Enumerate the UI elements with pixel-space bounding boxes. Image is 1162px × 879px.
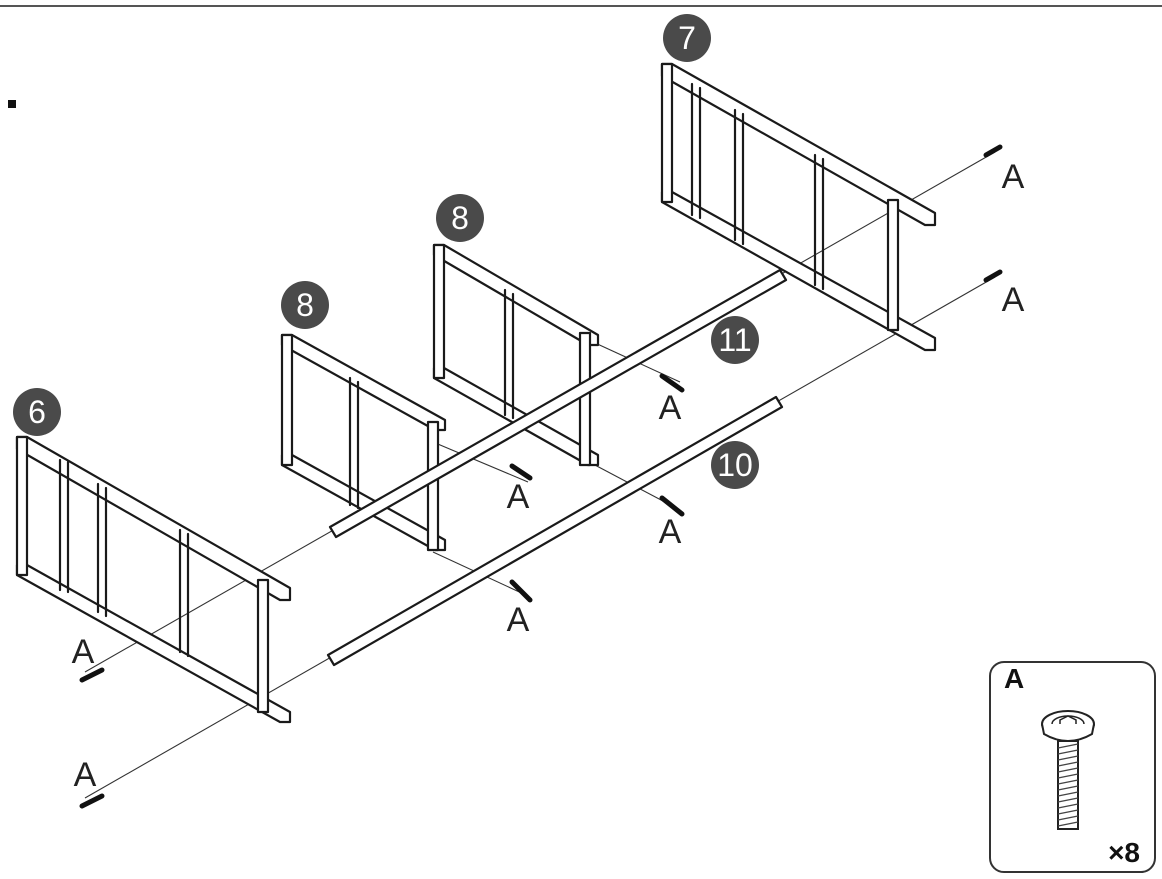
part-label-8-left: 8 (296, 287, 314, 323)
guide-lines (84, 151, 996, 799)
rail-10 (326, 395, 784, 667)
part-label-6: 6 (28, 394, 46, 430)
bullet-mark (8, 100, 16, 108)
part-badge-10: 10 (711, 441, 759, 489)
screw-callout-a: A (1002, 158, 1025, 196)
part-badge-6: 6 (13, 388, 61, 436)
panel-7-frame (660, 62, 937, 352)
bolts (79, 144, 1003, 809)
screw-callout-a: A (659, 389, 682, 427)
part-label-10: 10 (717, 447, 753, 483)
screw-callout-a: A (1002, 281, 1025, 319)
part-badge-8-left: 8 (281, 281, 329, 329)
screw-callout-a: A (507, 478, 530, 516)
hardware-legend: A ×8 (989, 661, 1156, 873)
screw-callout-a: A (507, 601, 530, 639)
panel-8-right-frame (432, 243, 600, 467)
screw-callout-a: A (74, 756, 97, 794)
part-badge-8-right: 8 (436, 194, 484, 242)
panel-8-left-frame (280, 333, 447, 552)
rail-11 (328, 268, 788, 539)
part-badge-7: 7 (663, 14, 711, 62)
screw-icon (1041, 710, 1095, 830)
screw-callout-a: A (72, 633, 95, 671)
legend-quantity: ×8 (1108, 837, 1140, 868)
part-label-11: 11 (718, 322, 751, 358)
legend-letter: A (1004, 663, 1024, 694)
part-label-7: 7 (678, 20, 696, 56)
part-label-8-right: 8 (451, 200, 469, 236)
part-badge-11: 11 (711, 316, 759, 364)
screw-callout-a: A (659, 513, 682, 551)
panel-6-frame (15, 435, 292, 724)
